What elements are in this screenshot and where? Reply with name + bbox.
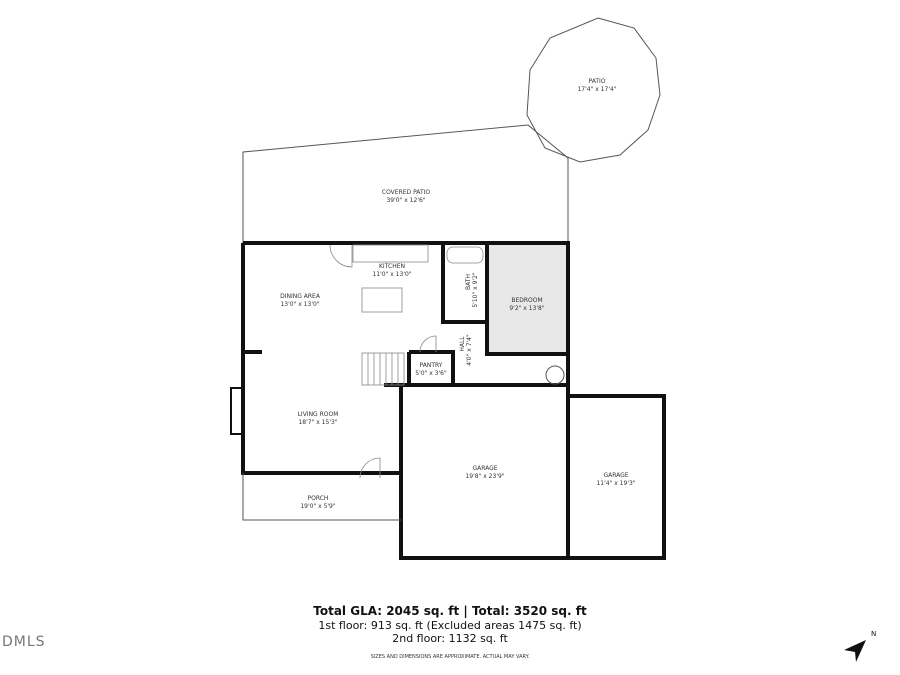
- room-name: BATH: [465, 274, 472, 290]
- bedroom-floor: [489, 244, 566, 354]
- water-heater: [545, 365, 565, 385]
- house-walls: [243, 241, 666, 560]
- compass-icon: N: [844, 630, 876, 662]
- compass-label: N: [871, 630, 876, 638]
- room-name: GARAGE: [603, 472, 628, 479]
- room-dims: 9'2" x 13'8": [509, 305, 545, 312]
- tub: [446, 246, 484, 264]
- room-name: COVERED PATIO: [382, 189, 430, 196]
- room-name: GARAGE: [472, 465, 497, 472]
- room-dims: 13'0" x 13'0": [280, 301, 319, 308]
- room-name: HALL: [459, 336, 466, 352]
- kitchen-counter: [352, 244, 429, 263]
- interior-walls: [485, 243, 566, 356]
- stairs: [361, 352, 405, 386]
- room-dims: 17'4" x 17'4": [577, 86, 616, 93]
- room-name: LIVING ROOM: [298, 411, 339, 418]
- room-dims: 19'8" x 23'9": [465, 473, 504, 480]
- first-floor-area: 1st floor: 913 sq. ft (Excluded areas 14…: [318, 619, 582, 632]
- room-name: PANTRY: [420, 362, 443, 369]
- door-swing: [329, 244, 353, 268]
- patio-outline: [526, 17, 661, 163]
- room-dims: 19'0" x 5'9": [300, 503, 336, 510]
- covered-patio-outline: [242, 124, 569, 244]
- door-swing: [359, 457, 381, 479]
- room-name: BEDROOM: [511, 297, 542, 304]
- room-name: KITCHEN: [379, 263, 405, 270]
- room-name: PORCH: [308, 495, 329, 502]
- room-dims: 39'0" x 12'6": [386, 197, 425, 204]
- room-dims: 11'0" x 13'0": [372, 271, 411, 278]
- bath-walls: [441, 243, 487, 324]
- room-name: DINING AREA: [280, 293, 321, 300]
- room-dims: 5'10" x 9'2": [472, 272, 479, 308]
- room-name: PATIO: [588, 78, 605, 85]
- porch-outline: [242, 473, 401, 521]
- logo: DMLS: [2, 634, 46, 650]
- total-area: Total GLA: 2045 sq. ft | Total: 3520 sq.…: [313, 604, 587, 618]
- fireplace: [230, 387, 244, 435]
- second-floor-area: 2nd floor: 1132 sq. ft: [392, 632, 508, 645]
- room-dims: 11'4" x 19'3": [596, 480, 635, 487]
- door-swing: [419, 335, 437, 353]
- kitchen-island: [361, 287, 403, 313]
- room-dims: 4'0" x 7'4": [466, 334, 473, 366]
- disclaimer: SIZES AND DIMENSIONS ARE APPROXIMATE. AC…: [370, 654, 530, 660]
- room-dims: 18'7" x 15'3": [298, 419, 337, 426]
- room-dims: 5'0" x 3'6": [415, 370, 447, 377]
